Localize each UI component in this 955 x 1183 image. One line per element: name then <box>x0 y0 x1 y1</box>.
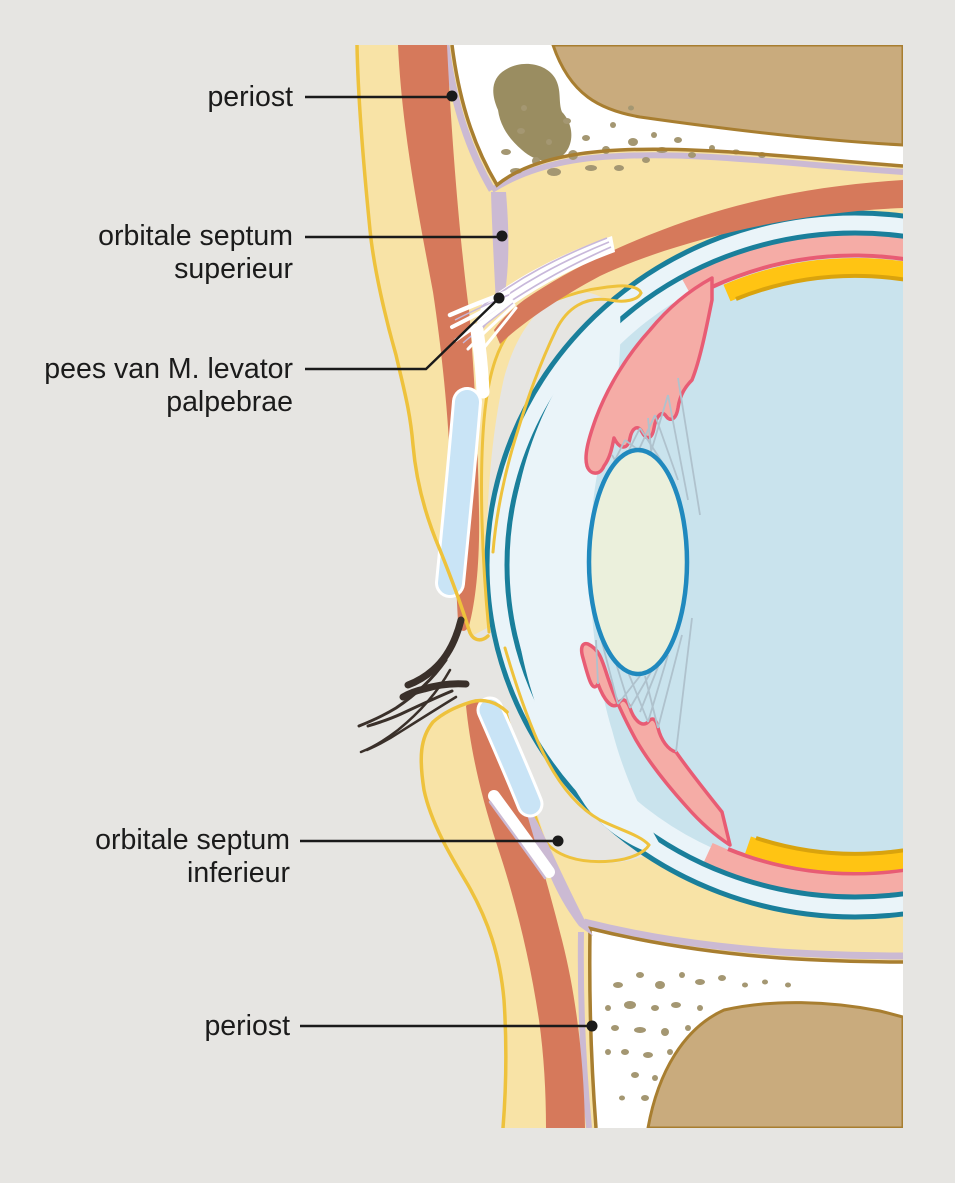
label-septum-superieur-line2: superieur <box>174 253 293 285</box>
label-levator-pees-line2: palpebrae <box>166 386 293 418</box>
bone-outline-upper <box>450 45 903 188</box>
label-periost-bottom: periost <box>204 1010 290 1042</box>
label-levator-pees-line1: pees van M. levator <box>44 353 293 385</box>
eyelashes-lower <box>365 680 470 752</box>
choroid <box>681 234 903 897</box>
periosteum-upper-bottom <box>490 152 903 193</box>
tarsal-plate-lower <box>476 696 544 818</box>
tendon-to-tarsus <box>470 323 490 399</box>
bone-speckles-lower <box>605 972 791 1101</box>
label-septum-superieur-line1: orbitale septum <box>98 220 293 252</box>
label-septum-inferieur-line2: inferieur <box>187 857 290 889</box>
eyeball <box>484 210 903 920</box>
periosteum-lower-left <box>577 931 592 1128</box>
label-periost-top: periost <box>207 81 293 113</box>
frontal-sinus-blob <box>493 63 572 161</box>
leader-dots <box>446 90 598 1032</box>
lens <box>586 447 690 677</box>
skin-outline <box>355 45 509 1128</box>
dot-periost-top <box>446 90 458 102</box>
leader-lines <box>300 95 589 1028</box>
label-septum-inferieur-line1: orbitale septum <box>95 824 290 856</box>
dot-septum-superieur <box>496 230 508 242</box>
tarsal-plate-upper <box>435 387 482 598</box>
orbital-septum-inferior <box>517 801 593 936</box>
ciliary-body-upper <box>584 276 714 475</box>
bone-marrow-upper <box>551 45 903 147</box>
ciliary-body-lower <box>579 641 732 847</box>
bone-marrow-lower <box>646 1001 903 1128</box>
maxilla-bone <box>577 918 903 1128</box>
leader-levator-pees <box>305 299 498 371</box>
inner-eye-wall <box>504 230 903 900</box>
dot-septum-inferieur <box>552 835 564 847</box>
dot-levator-pees <box>493 292 505 304</box>
orbital-septum-superior <box>491 192 509 304</box>
periosteum-upper-left <box>442 45 496 192</box>
dot-periost-bottom <box>586 1020 598 1032</box>
zonule-fibres <box>595 377 701 753</box>
periosteum-lower-top <box>583 918 903 960</box>
levator-muscle <box>494 180 903 344</box>
frontal-bone <box>442 45 903 193</box>
